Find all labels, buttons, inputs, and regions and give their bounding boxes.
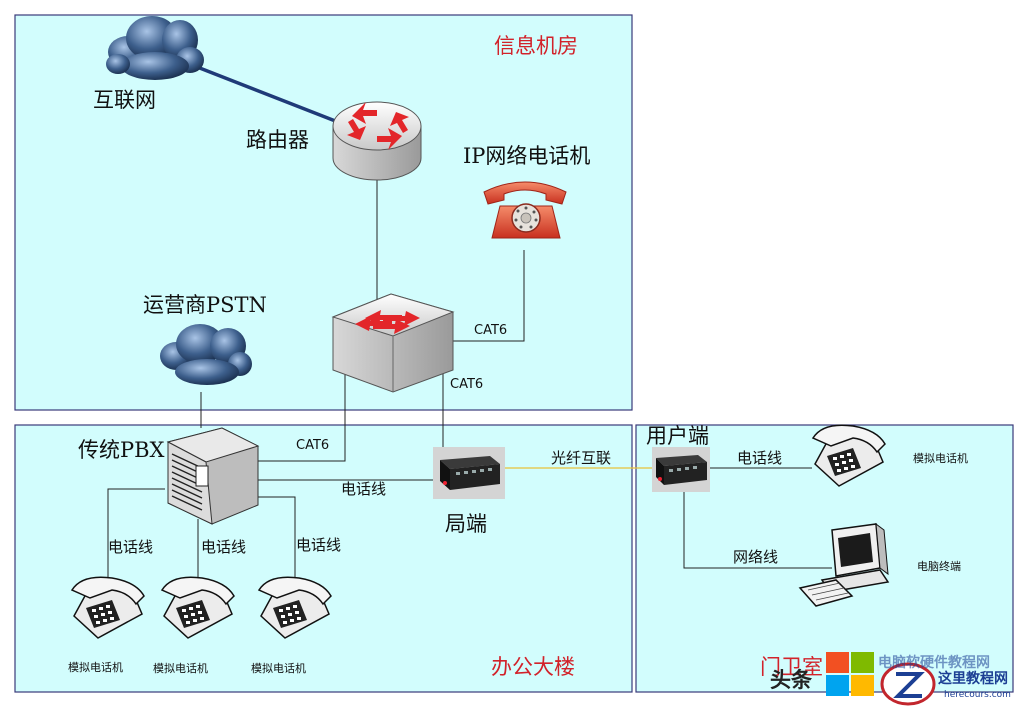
- internet-cloud-icon: [106, 16, 204, 80]
- link-switch-pbx: [258, 368, 346, 462]
- label-internet: 互联网: [93, 88, 156, 112]
- zone-label-info-room: 信息机房: [494, 34, 578, 58]
- link-label-network-line: 网络线: [733, 548, 779, 566]
- watermark-partial-text: 电脑软硬件教程网: [878, 655, 990, 671]
- label-analog-phone: 模拟电话机: [913, 452, 968, 465]
- label-local-end: 局端: [445, 512, 487, 536]
- label-pc-terminal: 电脑终端: [917, 560, 961, 573]
- link-label-phone-line: 电话线: [737, 449, 783, 467]
- label-user-end: 用户端: [646, 424, 709, 448]
- analog-phone-icon: [70, 576, 145, 639]
- watermark-site-name: 这里教程网: [938, 671, 1008, 687]
- ip-phone-icon: [483, 181, 567, 239]
- analog-phone-icon: [160, 576, 235, 639]
- zone-label-office: 办公大楼: [491, 655, 575, 679]
- link-label-cat6-pbx: CAT6: [296, 438, 330, 453]
- link-label-phone-line: 电话线: [341, 480, 387, 498]
- link-pbx-phone1: [107, 488, 165, 592]
- link-label-cat6-ipphone: CAT6: [474, 323, 508, 338]
- pstn-cloud-icon: [160, 324, 252, 385]
- link-label-cat6-localend: CAT6: [450, 377, 484, 392]
- site-logo-icon: [880, 662, 936, 706]
- label-router: 路由器: [246, 128, 309, 152]
- link-label-fiber: 光纤互联: [551, 449, 612, 467]
- label-analog-phone: 模拟电话机: [251, 662, 306, 675]
- link-switch-ipphone: [453, 250, 525, 342]
- watermark-toutiao: 头条: [770, 668, 812, 692]
- label-analog-phone: 模拟电话机: [68, 661, 123, 674]
- pc-terminal-icon: [798, 522, 890, 607]
- router-icon: [332, 101, 422, 181]
- pbx-icon: [166, 427, 260, 525]
- analog-phone-icon: [811, 424, 886, 487]
- local-end-converter-icon: [433, 447, 505, 499]
- connections: [107, 180, 832, 592]
- label-pstn: 运营商PSTN: [143, 293, 267, 317]
- label-ip-phone: IP网络电话机: [463, 144, 591, 168]
- windows-logo-icon: [826, 652, 874, 696]
- link-label-phone-line: 电话线: [201, 538, 247, 556]
- label-analog-phone: 模拟电话机: [153, 662, 208, 675]
- user-end-converter-icon: [652, 447, 710, 492]
- link-pbx-phone3: [258, 496, 296, 592]
- link-label-phone-line: 电话线: [108, 538, 154, 556]
- switch-icon: [331, 293, 455, 393]
- watermark-site-url: herecours.com: [944, 690, 1011, 700]
- zone-label-gate: 门卫室: [760, 655, 823, 679]
- zone-office: [14, 424, 633, 693]
- analog-phone-icon: [257, 576, 332, 639]
- link-label-phone-line: 电话线: [296, 536, 342, 554]
- link-userend-pc: [683, 490, 832, 569]
- label-pbx: 传统PBX: [78, 438, 165, 462]
- link-internet-router: [191, 63, 344, 126]
